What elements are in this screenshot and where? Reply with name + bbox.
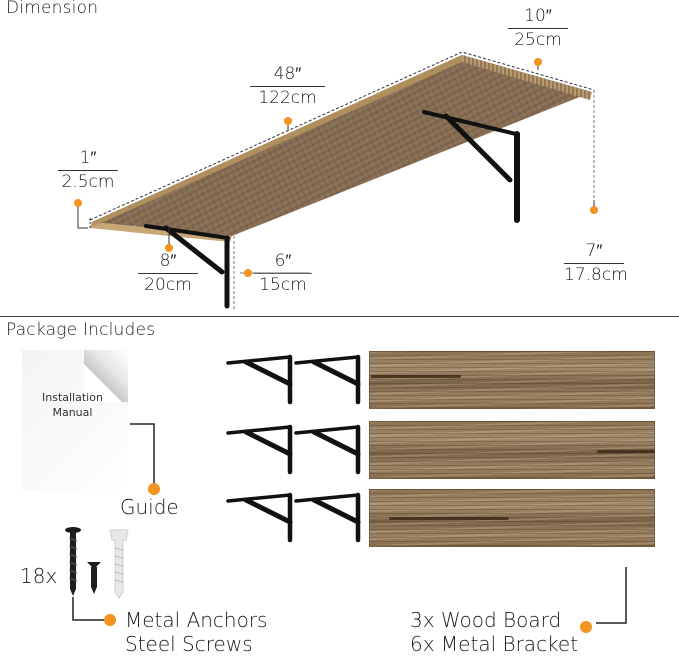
dim-length: 48″ 122cm <box>250 66 325 107</box>
hardware-label: Metal Anchors Steel Screws <box>125 608 268 656</box>
dim-depth: 10″ 25cm <box>508 8 568 49</box>
hardware-marker-dot <box>104 614 116 626</box>
bracket-right <box>422 110 520 223</box>
dim-thickness: 1″ 2.5cm <box>58 150 118 191</box>
dimension-title: Dimension <box>6 0 99 18</box>
wood-board-3 <box>369 489 655 547</box>
boards-brackets-label: 3x Wood Board 6x Metal Bracket <box>410 608 579 656</box>
dim-bracket-height: 6″ 15cm <box>254 253 312 294</box>
bracket-left <box>144 224 230 309</box>
guide-marker-dot <box>148 483 160 495</box>
bracket-height-marker-dot <box>244 269 252 277</box>
manual-cover-text: Installation Manual <box>42 391 103 420</box>
wood-board-2 <box>369 421 655 479</box>
wood-board-1 <box>369 351 655 409</box>
thickness-marker-dot <box>74 199 82 207</box>
guide-label: Guide <box>120 495 179 519</box>
height-marker-dot <box>590 206 598 214</box>
shelf-illustration <box>77 51 595 310</box>
installation-manual: Installation Manual <box>22 350 128 490</box>
hardware-count: 18x <box>20 564 58 588</box>
length-marker-dot <box>284 117 292 125</box>
dim-bracket-depth: 8″ 20cm <box>138 253 198 294</box>
depth-marker-dot <box>534 58 542 66</box>
dim-total-height: 7″ 17.8cm <box>564 241 628 285</box>
package-title: Package Includes <box>6 320 156 340</box>
section-divider <box>0 316 679 317</box>
screws-anchors-icon <box>65 527 129 599</box>
page-curl-icon <box>84 350 128 402</box>
boards-marker-dot <box>580 621 592 633</box>
bracket-depth-marker-dot <box>165 244 173 252</box>
brackets-grid <box>224 350 364 550</box>
